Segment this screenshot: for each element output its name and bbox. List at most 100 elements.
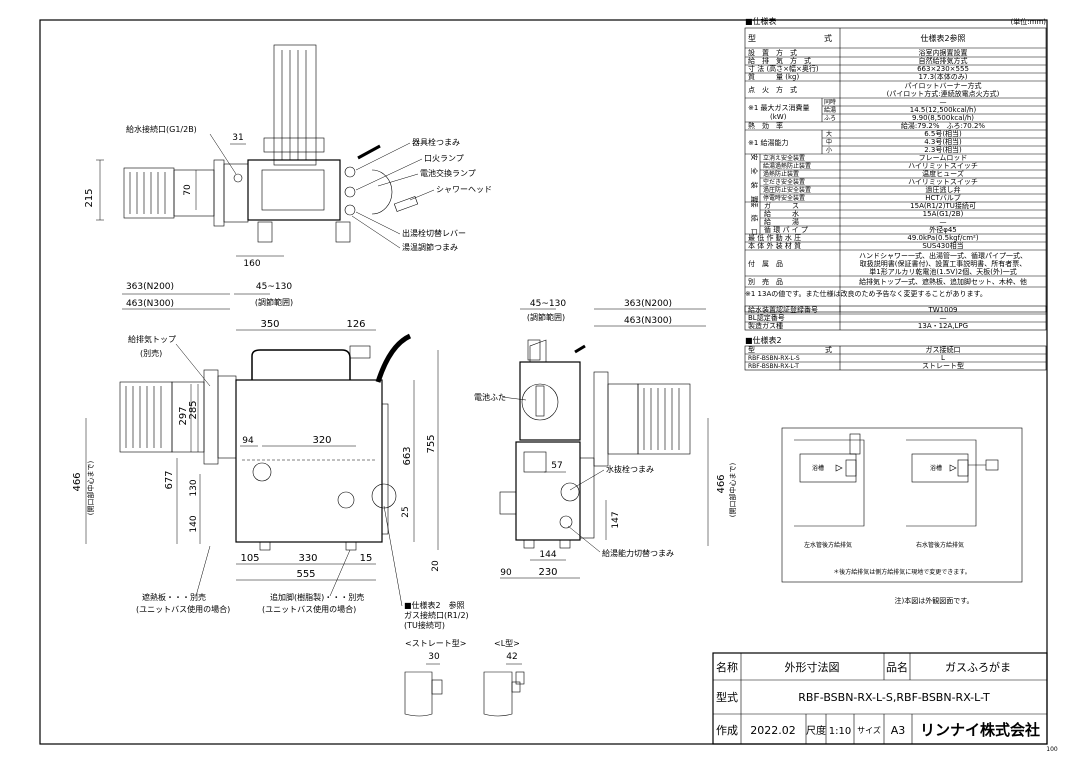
cert-label: 給水装置認証登録番号 <box>748 305 818 314</box>
spec-row-label: 設 置 方 式 <box>748 48 797 57</box>
title-block: 名称 外形寸法図 品名 ガスふろがま 型式 RBF-BSBN-RX-L-S,RB… <box>712 652 1048 745</box>
dim-20: 20 <box>431 560 441 572</box>
label-center-left: (開口部中心まで) <box>86 461 95 516</box>
label-adjust-range-left: (調節範囲) <box>255 297 293 307</box>
spec2-model: RBF-BSBN-RX-L-T <box>748 363 799 370</box>
spec-gas-value: 9.90(8,500kcal/h) <box>912 114 974 122</box>
spec-row-label: 給 排 気 方 式 <box>748 56 811 65</box>
side-view: 45~130 (調節範囲) 363(N200) 463(N300) 57 147… <box>474 299 737 579</box>
spec-cap-value: 4.3号(相当) <box>924 137 962 146</box>
label-appliance-knob: 器具栓つまみ <box>412 137 460 147</box>
spec-cap-value: 6.5号(相当) <box>924 129 962 138</box>
dim-463-n300-right: 463(N300) <box>624 316 672 326</box>
dim-15: 15 <box>360 553 373 564</box>
spec-safety-item: 過熱防止装置 <box>763 170 799 178</box>
title-model-label: 型式 <box>716 690 738 704</box>
cert-label: BL認定番号 <box>748 313 785 322</box>
dim-555: 555 <box>296 569 315 580</box>
spec-row-value: パイロットバーナー方式 <box>905 81 982 90</box>
title-scale: 1:10 <box>829 726 851 737</box>
spec-gas-sub: ふろ <box>824 115 836 122</box>
dim-230: 230 <box>538 567 557 578</box>
spec-safety-value: HCTバルブ <box>925 193 960 202</box>
spec2-header: 式 <box>825 345 832 354</box>
spec-header-style: 式 <box>824 33 832 43</box>
spec2-title: ■仕様表2 <box>745 335 782 345</box>
dim-363-n200-right: 363(N200) <box>624 299 672 309</box>
spec-conn-value: — <box>940 218 947 226</box>
spec-cap-sub: 小 <box>826 146 832 154</box>
dim-126: 126 <box>346 319 365 330</box>
label-battery-lamp: 電池交換ランプ <box>420 168 476 178</box>
dim-363-n200-left: 363(N200) <box>126 282 174 292</box>
title-name: 外形寸法図 <box>785 660 840 674</box>
dim-160: 160 <box>243 259 260 269</box>
spec-cap-label: ※1 給湯能力 <box>748 138 789 147</box>
label-top: 給排気トップ <box>128 334 176 344</box>
dim-144: 144 <box>539 550 556 560</box>
spec-safety-item: 立消え安全装置 <box>763 154 805 162</box>
spec-conn-item: 循 環 パ イ プ <box>764 225 808 234</box>
spec2-value: L <box>941 354 945 362</box>
dim-663: 663 <box>402 446 413 465</box>
title-model: RBF-BSBN-RX-L-S,RBF-BSBN-RX-L-T <box>798 691 990 704</box>
label-water-inlet: 給水接続口(G1/2B) <box>126 124 197 134</box>
spec-conn-value: 15A(G1/2B) <box>923 210 964 218</box>
label-center-right: (開口部中心まで) <box>728 463 737 518</box>
spec2-value: ストレート型 <box>922 361 964 370</box>
dim-330: 330 <box>298 553 317 564</box>
dim-130: 130 <box>189 479 199 496</box>
spec-acc-label: 付 属 品 <box>748 259 783 268</box>
label-outlet-lever: 出湯栓切替レバー <box>402 228 466 238</box>
bath-label-left: 浴槽 <box>812 464 824 472</box>
dim-31: 31 <box>232 133 243 143</box>
label-gas-port-3: (TU接続可) <box>404 620 445 630</box>
spec-gas-value: — <box>940 98 947 106</box>
spec-acc-line: ハンドシャワー一式、出湯管一式、循環パイプ一式、 <box>859 251 1027 260</box>
dim-25: 25 <box>401 506 411 517</box>
cert-value: TW1009 <box>927 306 957 314</box>
spec-row-value: 浴室内据置設置 <box>919 48 968 57</box>
dim-45-130-right: 45~130 <box>530 299 566 309</box>
spec-safety-value: ハイリミットスイッチ <box>908 162 978 170</box>
spec-cap: ※1 給湯能力 大 中 小 6.5号(相当) 4.3号(相当) 2.3号(相当) <box>745 129 1046 155</box>
layout-note: ＊後方給排気は側方給排気に現地で変更できます。 <box>833 568 970 576</box>
dim-320: 320 <box>312 435 331 446</box>
dim-350: 350 <box>260 319 279 330</box>
spec-acc-line: 単1形アルカリ乾電池(1.5V)2個、天板(外)一式 <box>869 267 1016 276</box>
label-fire-lamp: 口火ランプ <box>424 154 464 163</box>
label-capacity-knob: 給湯能力切替つまみ <box>602 548 674 558</box>
spec-conn-value: 15A(R1/2)TU接続可 <box>910 201 976 210</box>
spec-safety: 安 全 装 置 立消え安全装置 フレームロッド 給湯過熱防止装置 ハイリミットス… <box>745 154 1046 203</box>
dim-215: 215 <box>84 188 95 207</box>
spec-conn-item: 給 水 <box>764 209 799 218</box>
spec-safety-value: フレームロッド <box>919 154 968 162</box>
spec-safety-item: 停電時安全装置 <box>763 194 805 202</box>
label-adjust-range-right: (調節範囲) <box>527 312 565 322</box>
title-made-label: 作成 <box>716 724 738 737</box>
title-size-label: サイズ <box>857 725 881 735</box>
spec-safety-item: 給湯過熱防止装置 <box>763 162 811 170</box>
spec-eff-label: 熱 効 率 <box>748 121 783 130</box>
spec-gas-unit: (kW) <box>770 113 787 121</box>
spec-sep-value: 給排気トップ一式、遮熱板、追加脚セット、木枠、他 <box>859 277 1027 286</box>
dim-463-n300-left: 463(N300) <box>126 299 174 309</box>
spec-gas-sub: 同時 <box>824 98 836 106</box>
title-product: ガスふろがま <box>945 660 1011 674</box>
dim-677: 677 <box>164 470 175 489</box>
spec-row-label: 寸 法 (高さ×幅×奥行) <box>748 64 819 73</box>
spec-row-value: 17.3(本体のみ) <box>918 72 967 81</box>
spec-cap-sub: 大 <box>826 130 832 138</box>
label-drain-knob: 水抜栓つまみ <box>606 464 654 474</box>
spec-conn-item: 給 湯 <box>764 217 799 226</box>
sheet-number: 100 <box>1046 746 1058 753</box>
label-leg: 追加脚(樹脂製)・・・別売 <box>270 592 364 602</box>
spec-header-value: 仕様表2参照 <box>920 33 965 43</box>
spec-safety-value: 温度ヒューズ <box>922 169 964 178</box>
label-shield: 遮熱板・・・別売 <box>142 592 206 602</box>
spec2-header: ガス接続口 <box>926 345 961 354</box>
spec-press-label: 最 低 作 動 水 圧 <box>748 233 801 242</box>
sheet-border <box>39 19 1048 745</box>
label-top-sep: (別売) <box>140 348 162 358</box>
spec-safety-item: 過圧防止安全装置 <box>763 186 811 194</box>
